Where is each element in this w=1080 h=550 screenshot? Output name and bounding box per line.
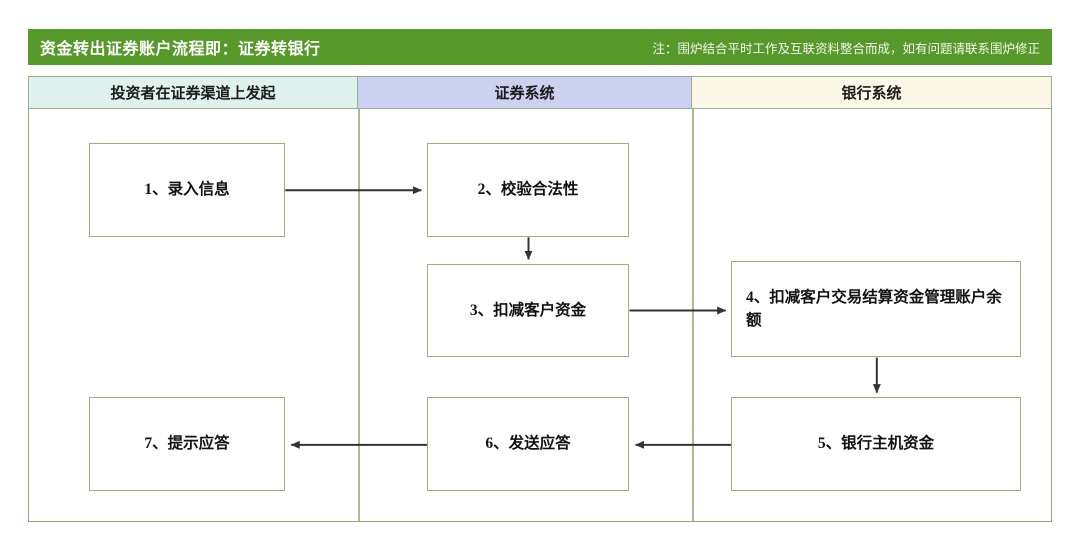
node-label: 4、扣减客户交易结算资金管理账户余额 <box>746 288 1002 329</box>
node-label: 1、录入信息 <box>144 181 230 199</box>
process-node-6[interactable]: 6、发送应答 <box>427 397 629 491</box>
node-label: 6、发送应答 <box>485 435 571 453</box>
title-bar: 资金转出证券账户流程即：证券转银行 注：围炉结合平时工作及互联资料整合而成，如有… <box>28 29 1052 65</box>
swimlane-header-band: 投资者在证券渠道上发起 证券系统 银行系统 <box>28 76 1052 109</box>
swimlane-header-securities: 证券系统 <box>358 76 692 109</box>
lane-divider-2 <box>692 109 694 521</box>
swimlane-header-investor: 投资者在证券渠道上发起 <box>28 76 358 109</box>
lane-divider-1 <box>358 109 360 521</box>
process-node-5[interactable]: 5、银行主机资金 <box>731 397 1021 491</box>
process-node-3[interactable]: 3、扣减客户资金 <box>427 264 629 357</box>
node-label: 2、校验合法性 <box>477 181 579 199</box>
swimlane-label: 银行系统 <box>841 86 902 102</box>
process-node-7[interactable]: 7、提示应答 <box>89 397 285 491</box>
process-node-1[interactable]: 1、录入信息 <box>89 143 285 237</box>
process-node-4[interactable]: 4、扣减客户交易结算资金管理账户余额 <box>731 261 1021 357</box>
node-label: 7、提示应答 <box>144 435 230 453</box>
node-label: 5、银行主机资金 <box>817 435 935 453</box>
flow-body: 1、录入信息 2、校验合法性 3、扣减客户资金 4、扣减客户交易结算资金管理账户… <box>28 109 1052 522</box>
page-title: 资金转出证券账户流程即：证券转银行 <box>40 41 321 58</box>
swimlane-header-bank: 银行系统 <box>692 76 1052 109</box>
swimlane-label: 投资者在证券渠道上发起 <box>110 86 276 102</box>
process-node-2[interactable]: 2、校验合法性 <box>427 143 629 237</box>
header-note: 注：围炉结合平时工作及互联资料整合而成，如有问题请联系围炉修正 <box>652 41 1040 56</box>
node-label: 3、扣减客户资金 <box>469 301 587 319</box>
swimlane-label: 证券系统 <box>494 86 555 102</box>
